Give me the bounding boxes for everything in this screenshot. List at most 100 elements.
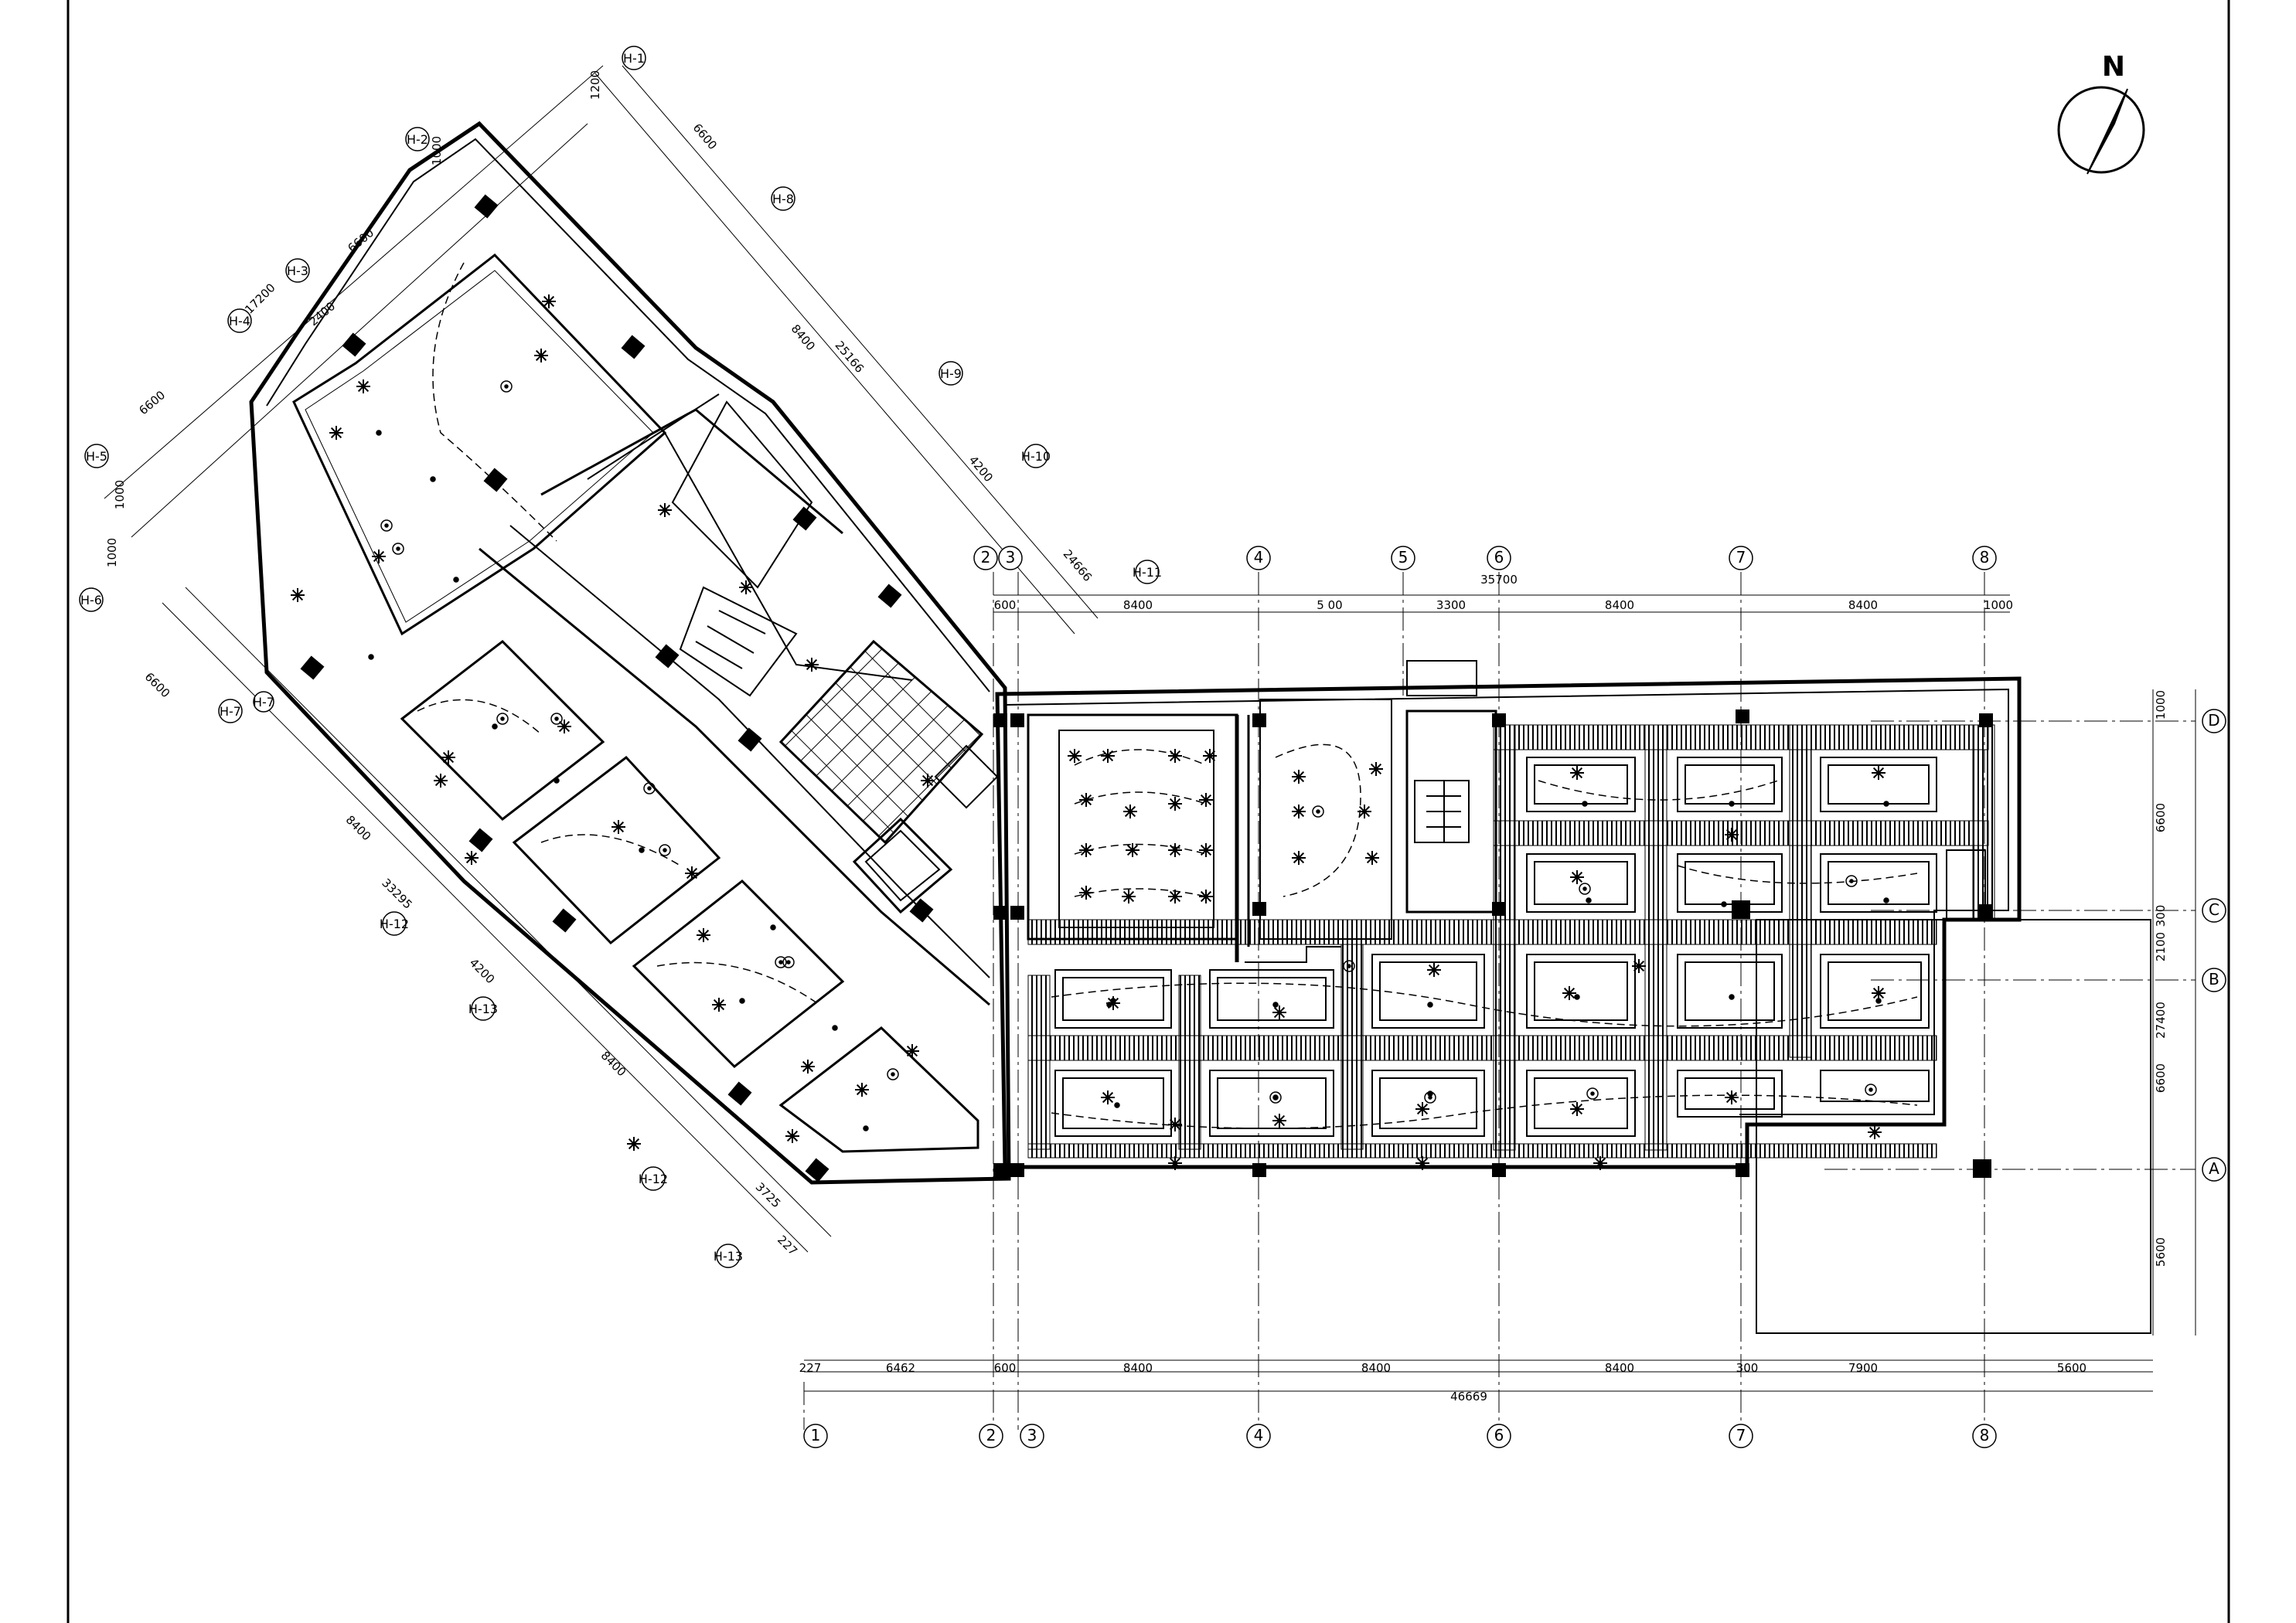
downlight-icon <box>329 426 343 440</box>
downlight-icon <box>1168 749 1182 763</box>
columns-diagonal <box>300 194 934 1182</box>
dim-right: 1000 <box>2154 690 2168 720</box>
grid-bubble-bottom-label: 7 <box>1736 1426 1746 1444</box>
lighting-circuit <box>1538 780 1779 801</box>
dim-bottom-total: 46669 <box>1450 1390 1487 1404</box>
dim-diag: 24666 <box>1061 547 1095 584</box>
grid-bubble-diag: H-4 <box>227 308 252 333</box>
downlight-icon <box>1123 805 1137 818</box>
downlight-icon <box>434 774 448 788</box>
grid-bubble-right: A <box>2202 1157 2226 1182</box>
grid-bubble-diag: H-13 <box>468 996 498 1021</box>
grid-bubble-top: 4 <box>1246 546 1271 570</box>
meeting-room <box>1027 699 1392 963</box>
dim-top: 600 <box>994 598 1017 612</box>
lighting-circuit <box>432 262 557 542</box>
spotlight-icon <box>1110 998 1116 1004</box>
downlight-icon <box>1358 805 1371 818</box>
dim-right: 300 <box>2154 905 2168 927</box>
downlight-icon <box>1632 959 1646 973</box>
grid-bubble-top: 6 <box>1487 546 1511 570</box>
downlight-icon <box>801 1060 815 1073</box>
spotlight-icon <box>1574 994 1580 1000</box>
dim-right: 27400 <box>2154 1002 2168 1039</box>
ceiling-fan-icon <box>496 713 509 725</box>
grid-bubble-diag: H-12 <box>639 1166 668 1191</box>
dim-top: 8400 <box>1848 598 1878 612</box>
downlight-icon <box>805 658 819 672</box>
lighting-circuit <box>1677 865 1918 884</box>
downlight-icon <box>1199 843 1213 857</box>
grid-bubble-top-label: 5 <box>1398 548 1409 567</box>
spotlight-icon <box>368 654 374 660</box>
spotlight-icon <box>1729 801 1735 807</box>
grid-bubble-top-label: 8 <box>1980 548 1990 567</box>
downlight-icon <box>1725 828 1739 842</box>
downlight-icon <box>1570 766 1584 780</box>
grid-bubble-bottom-label: 6 <box>1494 1426 1504 1444</box>
dim-top: 8400 <box>1123 598 1153 612</box>
grid-bubble-top: 5 <box>1391 546 1415 570</box>
grid-bubble-right-label: D <box>2208 711 2219 730</box>
grid-bubble-diag-label: H-9 <box>940 366 962 381</box>
grid-lines <box>803 572 2196 1430</box>
downlight-icon <box>542 294 556 308</box>
spotlight-icon <box>1106 1002 1112 1008</box>
dim-diag: 6600 <box>142 670 173 701</box>
spotlight-icon <box>1582 801 1588 807</box>
grid-bubble-diag-label: H-7 <box>253 695 274 709</box>
spotlight-icon <box>1875 998 1882 1004</box>
ceiling-fan-icon <box>1586 1087 1599 1100</box>
downlight-icon <box>1168 1156 1182 1170</box>
downlight-icon <box>1415 1156 1429 1170</box>
downlight-icon <box>712 998 726 1012</box>
downlight-icon <box>855 1083 869 1097</box>
downlight-icon <box>1292 851 1306 865</box>
dim-diag: 1000 <box>105 538 119 567</box>
downlight-icon <box>1272 1005 1286 1019</box>
grid-bubble-diag: H-1 <box>622 46 646 70</box>
dim-diag: 8400 <box>343 813 374 844</box>
dim-chain-right <box>2152 689 2196 1335</box>
downlight-icon <box>1292 770 1306 784</box>
grid-bubble-diag: H-10 <box>1021 444 1051 468</box>
dim-bottom: 8400 <box>1605 1361 1634 1375</box>
dim-chain-bottom <box>804 1359 2153 1392</box>
grid-bubble-diag-label: H-13 <box>714 1249 743 1264</box>
grid-bubble-diag-label: H-6 <box>80 593 102 607</box>
downlight-icon <box>291 588 305 602</box>
grid-bubble-diag: H-13 <box>714 1244 743 1268</box>
ceiling-fan-icon <box>659 844 671 856</box>
dim-chain-diagonal <box>104 65 1099 1253</box>
north-arrow: N <box>2057 51 2145 175</box>
downlight-icon <box>697 928 710 942</box>
grid-bubble-diag: H-6 <box>79 587 104 612</box>
ceiling-fan-icon <box>782 956 795 968</box>
grid-bubble-top-label: 7 <box>1736 548 1746 567</box>
spotlight-icon <box>554 777 560 784</box>
right-wing <box>995 660 2151 1334</box>
spotlight-icon <box>832 1025 838 1031</box>
grid-bubble-top-label: 3 <box>1006 548 1016 567</box>
grid-bubble-bottom: 4 <box>1246 1424 1271 1448</box>
downlight-icon <box>1292 805 1306 818</box>
dim-top: 3300 <box>1436 598 1466 612</box>
lighting-circuit <box>1074 749 1207 766</box>
spotlight-icon <box>1721 901 1727 907</box>
downlight-icon <box>1570 870 1584 884</box>
downlight-icon <box>1868 1125 1882 1139</box>
north-label: N <box>2102 51 2125 83</box>
grid-bubble-diag-label: H-5 <box>86 449 107 464</box>
grid-bubble-bottom: 2 <box>979 1424 1003 1448</box>
downlight-icon <box>372 550 386 563</box>
dim-bottom: 8400 <box>1361 1361 1391 1375</box>
dim-right: 2100 <box>2154 932 2168 961</box>
downlight-icon <box>1427 963 1441 977</box>
dim-diag: 1200 <box>588 70 602 100</box>
lighting-circuit <box>1074 888 1207 897</box>
dim-diag: 33295 <box>379 876 414 911</box>
downlight-icon <box>1101 749 1115 763</box>
dim-right: 6600 <box>2154 803 2168 832</box>
grid-bubble-bottom: 6 <box>1487 1424 1511 1448</box>
grid-bubble-bottom: 1 <box>803 1424 828 1448</box>
